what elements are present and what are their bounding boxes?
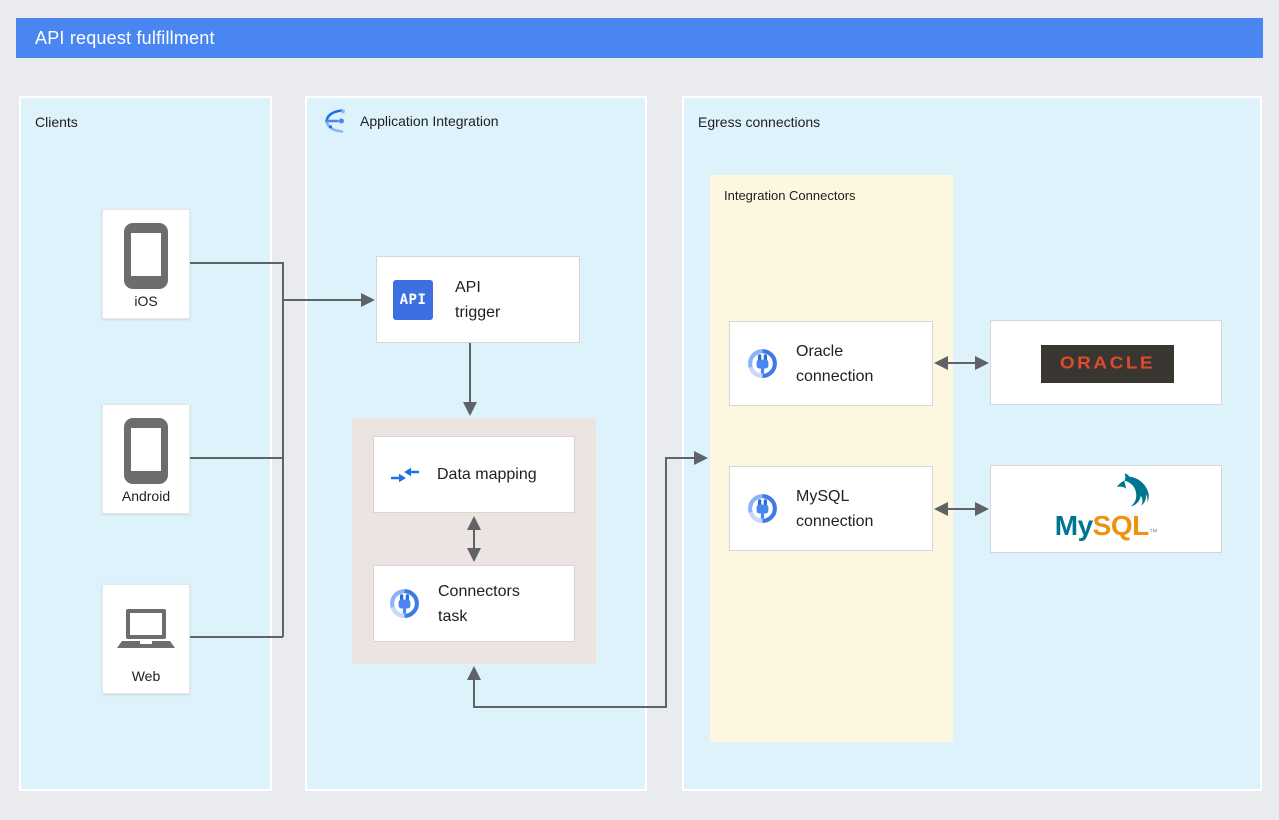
application-integration-header: Application Integration [318,106,499,136]
data-mapping-icon [391,465,419,485]
laptop-icon [117,609,175,650]
phone-icon [123,223,169,289]
egress-panel-label: Egress connections [698,114,821,130]
connectors-task-label: Connectors task [438,582,520,625]
oracle-connection-label: Oracle connection [796,342,874,385]
client-card-label: Web [131,668,161,684]
client-card-ios: iOS [102,209,190,319]
diagram-title-bar: API request fulfillment [16,18,1263,58]
diagram-title: API request fulfillment [35,27,215,48]
connectors-icon [388,587,421,620]
api-trigger-label: API trigger [455,278,501,321]
oracle-connection-node: Oracle connection [729,321,933,406]
application-integration-icon [318,106,348,136]
mysql-wordmark: MySQL™ [1054,510,1158,541]
data-mapping-label: Data mapping [437,466,537,483]
api-icon: API [393,279,433,320]
connectors-task-node: Connectors task [373,565,575,642]
oracle-wordmark: ORACLE [1059,353,1156,374]
clients-panel-label: Clients [35,114,78,130]
client-card-label: Android [121,488,171,504]
data-mapping-node: Data mapping [373,436,575,513]
integration-connectors-box: Integration Connectors [710,175,953,742]
connectors-icon [746,347,779,380]
integration-connectors-label: Integration Connectors [724,188,856,203]
oracle-logo-card: ORACLE [990,320,1222,405]
client-card-web: Web [102,584,190,694]
mysql-connection-node: MySQL connection [729,466,933,551]
mysql-logo-card: MySQL™ [990,465,1222,553]
api-trigger-node: API API trigger [376,256,580,343]
connectors-icon [746,492,779,525]
application-integration-label: Application Integration [360,113,499,129]
phone-icon [123,418,169,484]
client-card-label: iOS [134,293,158,309]
mysql-connection-label: MySQL connection [796,487,874,530]
mysql-dolphin-icon [1105,471,1151,515]
client-card-android: Android [102,404,190,514]
oracle-logo: ORACLE [1041,345,1174,383]
